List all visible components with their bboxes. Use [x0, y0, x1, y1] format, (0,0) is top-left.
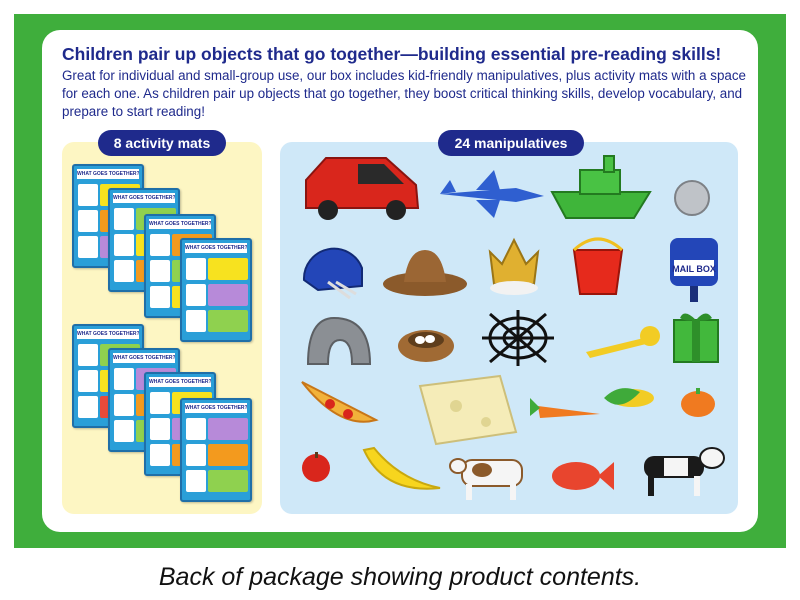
description: Great for individual and small-group use…: [62, 68, 746, 119]
dog-icon: [644, 447, 725, 496]
mat-header: WHAT GOES TOGETHER?: [185, 243, 247, 253]
mat-header: WHAT GOES TOGETHER?: [77, 329, 139, 339]
pizza-slice-icon: [301, 381, 379, 423]
caption: Back of package showing product contents…: [158, 563, 642, 591]
cowboy-hat-icon: [383, 250, 467, 296]
boat-icon: [550, 155, 652, 219]
bucket-icon: [572, 237, 624, 295]
mat-header: WHAT GOES TOGETHER?: [113, 353, 175, 363]
pumpkin-icon: [681, 388, 715, 417]
van-icon: [305, 157, 420, 220]
mat-header: WHAT GOES TOGETHER?: [77, 169, 139, 179]
banana-icon: [362, 446, 441, 490]
activity-mats-label: 8 activity mats: [98, 130, 226, 156]
rock-cave-icon: [306, 316, 372, 365]
mailbox-icon: MAIL BOX: [670, 238, 718, 302]
carrot-icon: [530, 398, 600, 418]
coin-icon: [674, 180, 710, 216]
cow-icon: [449, 458, 523, 500]
corn-icon: [604, 388, 654, 407]
activity-mats-panel: WHAT GOES TOGETHER? WHAT GOES TOGETHER? …: [62, 142, 262, 514]
activity-mat: WHAT GOES TOGETHER?: [180, 238, 252, 342]
mat-header: WHAT GOES TOGETHER?: [149, 377, 211, 387]
manipulatives-label: 24 manipulatives: [438, 130, 584, 156]
crown-icon: [488, 237, 540, 295]
key-icon: [586, 326, 660, 358]
gift-box-icon: [673, 313, 719, 363]
mat-header: WHAT GOES TOGETHER?: [113, 193, 175, 203]
mat-header: WHAT GOES TOGETHER?: [185, 403, 247, 413]
mat-header: WHAT GOES TOGETHER?: [149, 219, 211, 229]
bird-nest-icon: [398, 330, 454, 362]
activity-mat: WHAT GOES TOGETHER?: [180, 398, 252, 502]
apple-icon: [302, 452, 330, 482]
mailbox-label: MAIL BOX: [672, 264, 716, 274]
spider-web-icon: [482, 310, 554, 366]
cheese-icon: [418, 374, 518, 446]
fish-icon: [552, 462, 614, 490]
headline: Children pair up objects that go togethe…: [62, 44, 722, 64]
jet-icon: [440, 170, 544, 218]
football-helmet-icon: [302, 247, 363, 300]
